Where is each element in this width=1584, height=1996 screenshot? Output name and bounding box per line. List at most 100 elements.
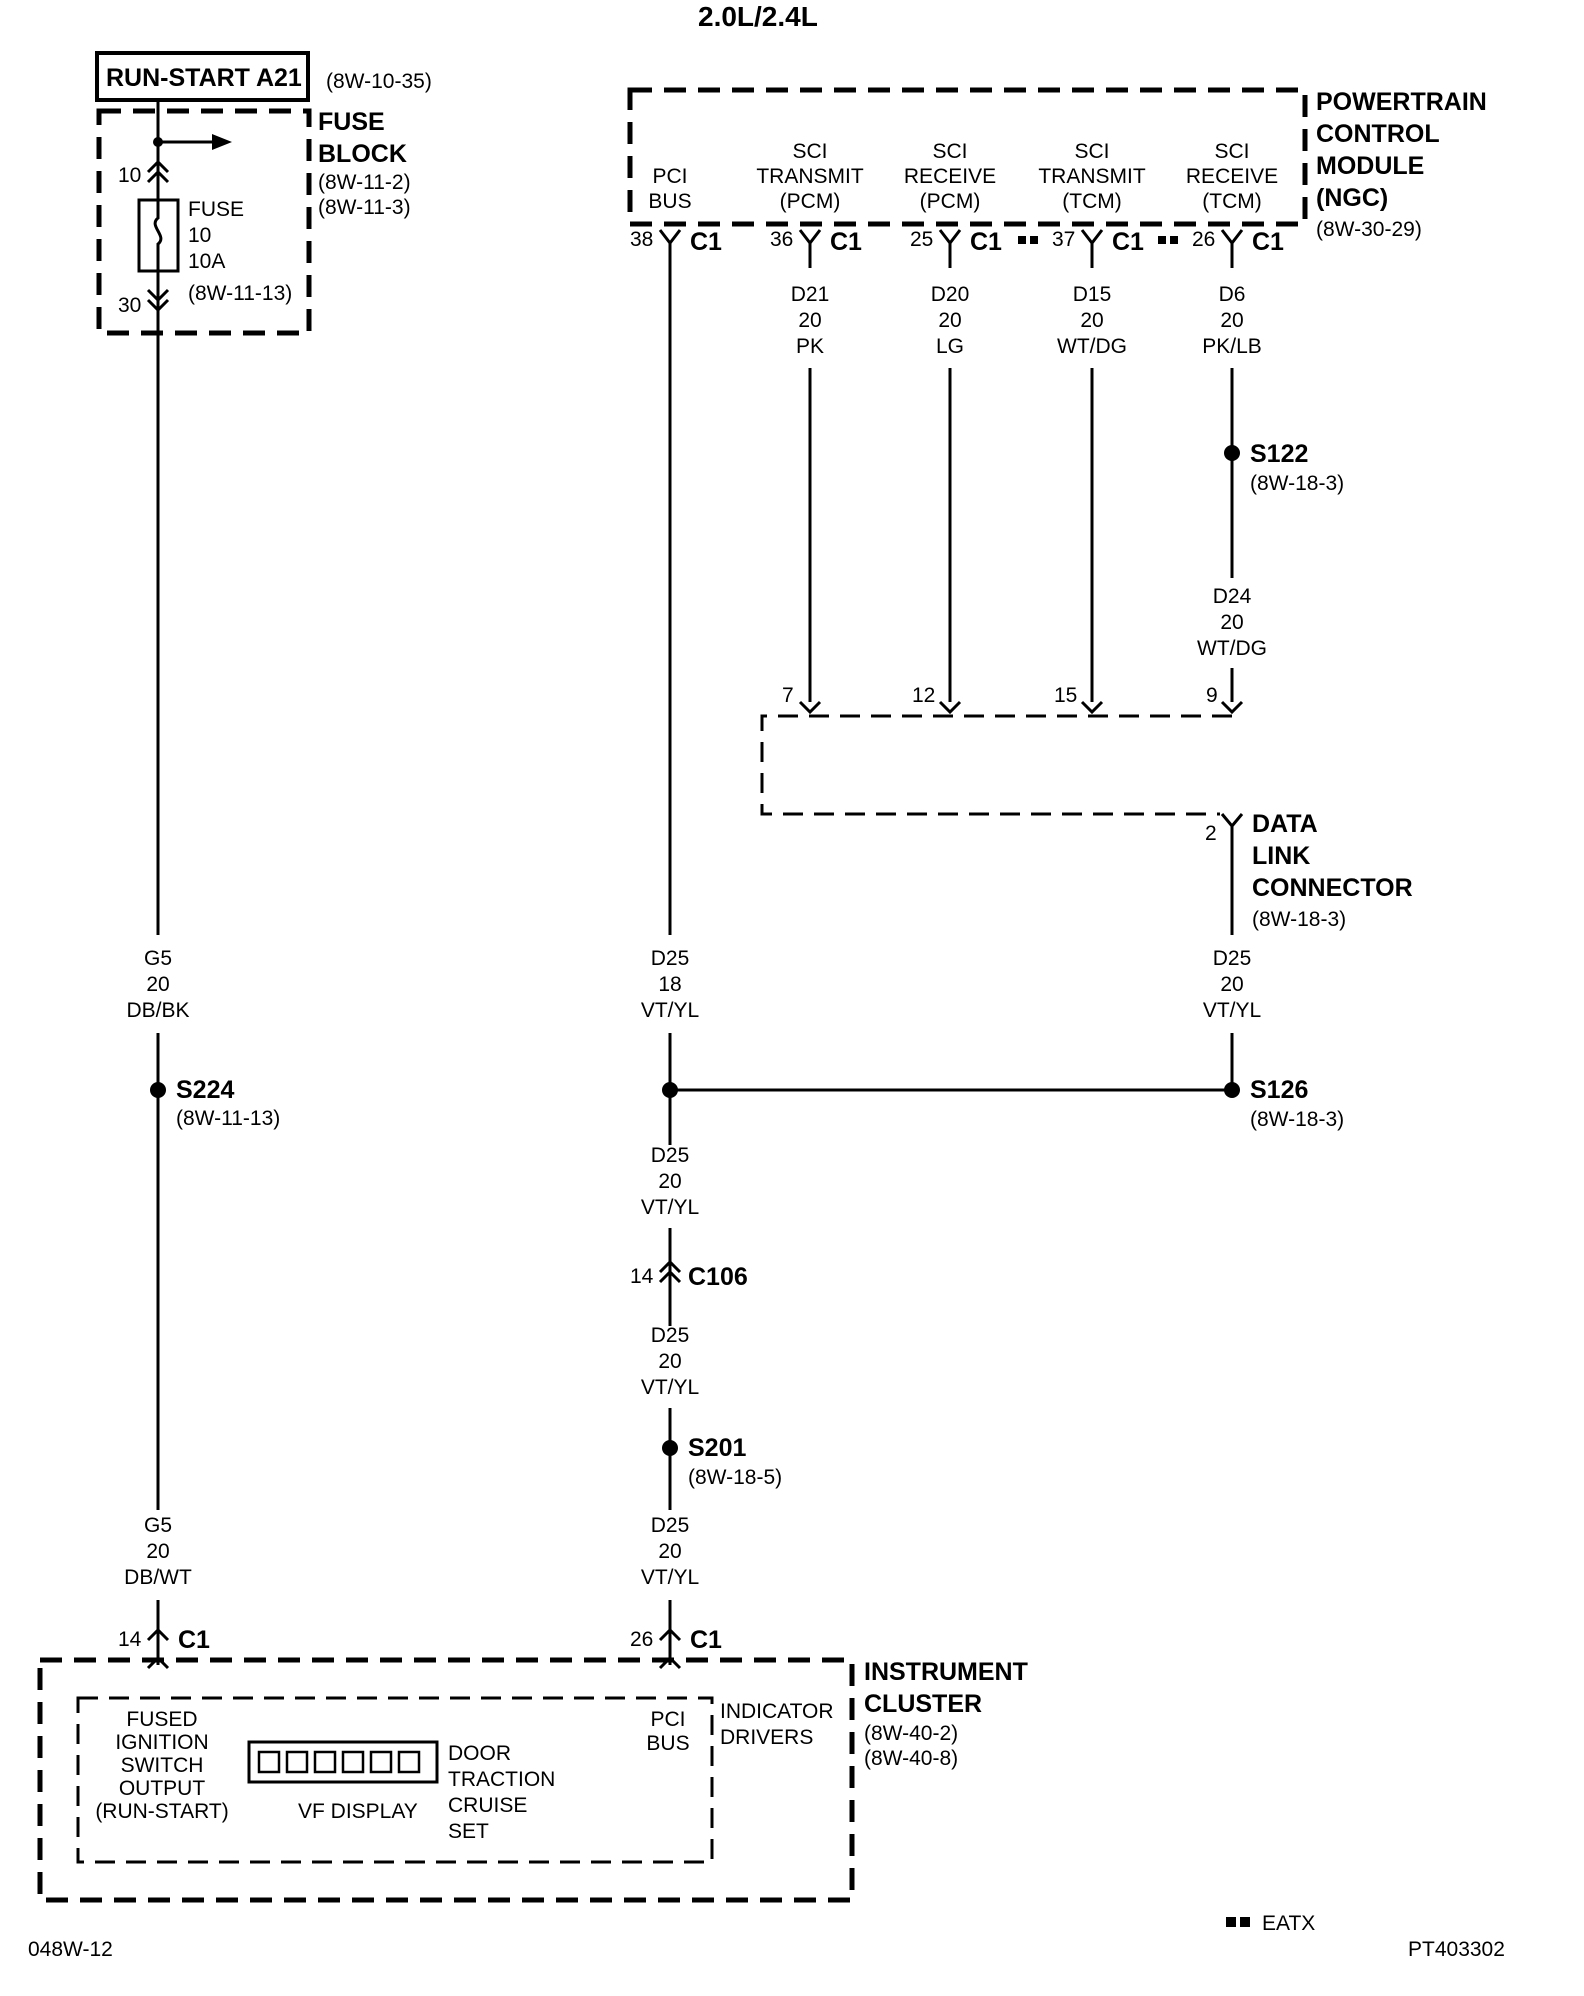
pcm-pin-1-icon <box>658 229 682 246</box>
pcm-pin-num-2: 36 <box>770 228 793 251</box>
eatx-marker-1a-icon <box>1018 236 1026 244</box>
fuse-block-ref-1: (8W-11-2) <box>318 171 411 194</box>
cluster-conn-left: C1 <box>178 1626 210 1654</box>
s201-ref: (8W-18-5) <box>688 1466 782 1489</box>
svg-text:DB/BK: DB/BK <box>126 999 189 1022</box>
svg-text:20: 20 <box>146 973 169 996</box>
fuse-ref: (8W-11-13) <box>188 282 292 305</box>
pcm-pin-3-line-1: SCI <box>932 140 967 163</box>
vf-display-icon <box>247 1740 439 1784</box>
dlc-out-pin: 2 <box>1205 822 1217 845</box>
legend-eatx-marker-b-icon <box>1240 1917 1250 1927</box>
s122-label: S122 <box>1250 440 1308 468</box>
cluster-pin-left: 14 <box>118 1628 142 1651</box>
d25-c-label: D25 20 VT/YL <box>641 1514 699 1589</box>
svg-text:PCI: PCI <box>650 1708 685 1731</box>
pcm-pin-3-line-3: (PCM) <box>920 190 981 213</box>
pcm-pin-4-line-2: TRANSMIT <box>1038 165 1146 188</box>
d25-dlc-label: D25 20 VT/YL <box>1203 947 1261 1022</box>
legend-eatx-marker-a-icon <box>1226 1917 1236 1927</box>
fuse-in-pin: 10 <box>118 164 141 187</box>
d24-label: D24 20 WT/DG <box>1197 585 1267 660</box>
s122-splice-dot <box>1224 445 1240 461</box>
svg-text:BUS: BUS <box>646 1732 689 1755</box>
fuse-out-pin-icon <box>146 288 170 313</box>
fuse-element-icon <box>153 200 163 271</box>
d6-label: D6 20 PK/LB <box>1202 283 1262 358</box>
s201-label: S201 <box>688 1434 746 1462</box>
svg-text:VT/YL: VT/YL <box>641 1196 699 1219</box>
pcm-pin-1-line-2: BUS <box>648 190 691 213</box>
indicator-set: SET <box>448 1820 489 1843</box>
svg-text:WT/DG: WT/DG <box>1057 335 1127 358</box>
svg-text:D20: D20 <box>931 283 970 306</box>
g5-upper-label: G5 20 DB/BK <box>126 947 189 1022</box>
pcm-conn-5: C1 <box>1252 228 1284 256</box>
fuse-block-ref-2: (8W-11-3) <box>318 196 411 219</box>
vf-display-segments-icon <box>257 1750 421 1774</box>
dlc-pin-12: 12 <box>912 684 935 707</box>
svg-text:20: 20 <box>658 1170 681 1193</box>
svg-text:D21: D21 <box>791 283 830 306</box>
svg-text:FUSED: FUSED <box>126 1708 197 1731</box>
svg-text:20: 20 <box>1220 973 1243 996</box>
pcm-pin-3-icon <box>938 229 962 246</box>
pcm-ref: (8W-30-29) <box>1316 218 1422 241</box>
eatx-marker-2b-icon <box>1170 236 1178 244</box>
cluster-pin-14-icon <box>146 1627 170 1642</box>
pcm-pin-2-icon <box>798 229 822 246</box>
pcm-title-4: (NGC) <box>1316 184 1388 212</box>
fuse-block-title-2: BLOCK <box>318 140 407 168</box>
s201-splice-dot <box>662 1440 678 1456</box>
svg-text:VT/YL: VT/YL <box>641 999 699 1022</box>
svg-text:WT/DG: WT/DG <box>1197 637 1267 660</box>
svg-text:18: 18 <box>658 973 681 996</box>
vf-display-label: VF DISPLAY <box>298 1800 418 1823</box>
svg-text:D15: D15 <box>1073 283 1112 306</box>
svg-text:20: 20 <box>1220 611 1243 634</box>
svg-text:SWITCH: SWITCH <box>121 1754 204 1777</box>
dlc-pin-9-icon <box>1220 700 1244 715</box>
dlc-pin-7-icon <box>798 700 822 715</box>
indicator-door: DOOR <box>448 1742 511 1765</box>
s126-label: S126 <box>1250 1076 1308 1104</box>
svg-text:20: 20 <box>146 1540 169 1563</box>
pcm-title-1: POWERTRAIN <box>1316 88 1487 116</box>
dlc-title-2: LINK <box>1252 842 1310 870</box>
fuse-block-title-1: FUSE <box>318 108 385 136</box>
svg-text:OUTPUT: OUTPUT <box>119 1777 206 1800</box>
cluster-pci-label: PCI BUS <box>646 1708 689 1755</box>
pcm-pin-num-4: 37 <box>1052 228 1075 251</box>
svg-text:D25: D25 <box>651 947 690 970</box>
dlc-pin-9: 9 <box>1206 684 1218 707</box>
svg-text:20: 20 <box>1220 309 1243 332</box>
fuse-out-pin: 30 <box>118 294 141 317</box>
s224-ref: (8W-11-13) <box>176 1107 280 1130</box>
pcm-pin-5-icon <box>1220 229 1244 246</box>
svg-text:D25: D25 <box>651 1144 690 1167</box>
c106-pin: 14 <box>630 1265 654 1288</box>
d20-label: D20 20 LG <box>931 283 970 358</box>
d25-a-label: D25 20 VT/YL <box>641 1144 699 1219</box>
pcm-conn-4: C1 <box>1112 228 1144 256</box>
svg-text:D6: D6 <box>1219 283 1246 306</box>
svg-text:D25: D25 <box>1213 947 1252 970</box>
run-start-box <box>95 51 310 102</box>
run-start-ref: (8W-10-35) <box>326 70 432 93</box>
cluster-ref-2: (8W-40-8) <box>864 1747 958 1770</box>
pcm-title-2: CONTROL <box>1316 120 1440 148</box>
fuse-label-2: 10 <box>188 224 211 247</box>
svg-text:VT/YL: VT/YL <box>641 1376 699 1399</box>
d21-label: D21 20 PK <box>791 283 830 358</box>
svg-text:DB/WT: DB/WT <box>124 1566 192 1589</box>
svg-text:20: 20 <box>658 1350 681 1373</box>
svg-text:LG: LG <box>936 335 964 358</box>
cluster-conn-right: C1 <box>690 1626 722 1654</box>
svg-text:D25: D25 <box>651 1324 690 1347</box>
d25-pcm-label: D25 18 VT/YL <box>641 947 699 1022</box>
svg-text:20: 20 <box>658 1540 681 1563</box>
dlc-title-3: CONNECTOR <box>1252 874 1413 902</box>
run-start-label: RUN-START A21 <box>106 64 302 92</box>
pcm-pin-num-3: 25 <box>910 228 933 251</box>
